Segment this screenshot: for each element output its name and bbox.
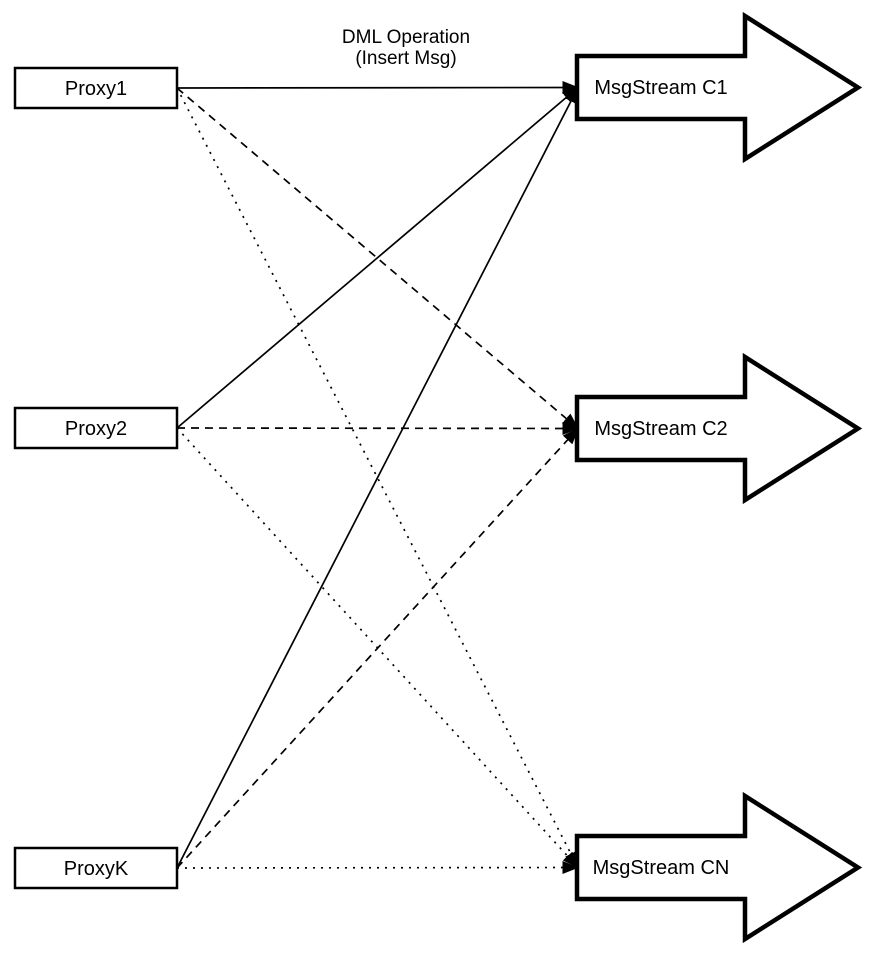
- proxy-node-proxy2: Proxy2: [13, 406, 179, 450]
- cn-label: MsgStream CN: [593, 857, 730, 879]
- proxy1-label: Proxy1: [65, 78, 127, 100]
- stream-node-c1: MsgStream C1: [574, 11, 863, 164]
- edge-annotation-line2: (Insert Msg): [355, 48, 456, 69]
- edge-proxy2-c1-solid: [176, 86, 579, 429]
- c1-label: MsgStream C1: [594, 77, 727, 99]
- cn-block-arrow-icon: [574, 791, 863, 944]
- edge-proxy1-c1-solid: [176, 81, 579, 95]
- edge-proxy2-cn-dotted: [176, 427, 579, 869]
- proxy-node-proxy1: Proxy1: [13, 66, 179, 110]
- edge-proxyk-c1-solid: [176, 86, 579, 869]
- proxyk-label: ProxyK: [64, 858, 129, 880]
- proxy2-label: Proxy2: [65, 418, 127, 440]
- proxy1-box: [13, 66, 179, 110]
- proxyk-box: [13, 846, 179, 890]
- proxy2-box: [13, 406, 179, 450]
- edge-proxyk-cn-dotted: [176, 861, 579, 875]
- edge-annotation-line1: DML Operation: [342, 27, 470, 48]
- edge-proxy2-c2-dashed: [176, 421, 579, 435]
- stream-node-c2: MsgStream C2: [574, 352, 863, 505]
- c2-label: MsgStream C2: [594, 418, 727, 440]
- edge-proxy1-c2-dashed: [176, 87, 579, 430]
- c2-block-arrow-icon: [574, 352, 863, 505]
- c1-block-arrow-icon: [574, 11, 863, 164]
- proxy-node-proxyk: ProxyK: [13, 846, 179, 890]
- stream-node-cn: MsgStream CN: [574, 791, 863, 944]
- edges-layer: [176, 81, 579, 875]
- edge-annotation: DML Operation (Insert Msg): [342, 27, 470, 69]
